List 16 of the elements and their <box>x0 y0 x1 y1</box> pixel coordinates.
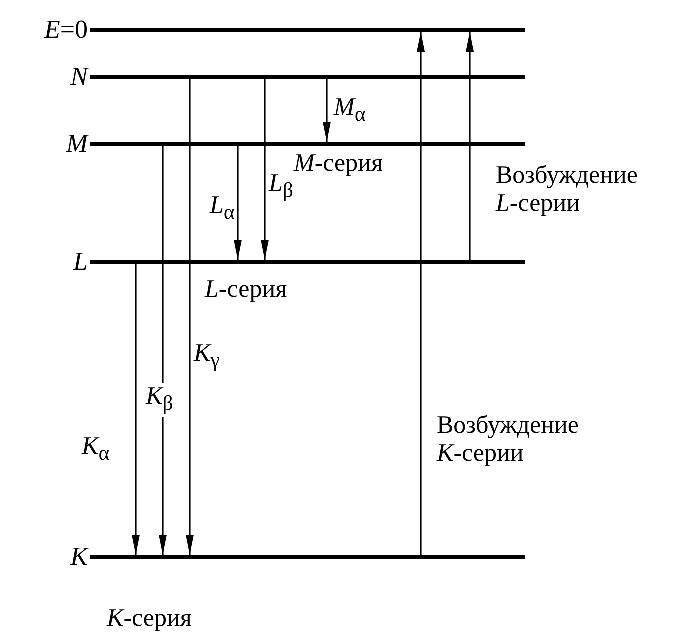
arrow <box>323 79 331 142</box>
edge-label: Возбуждение L-серии <box>496 162 638 218</box>
level-label: L <box>74 248 88 276</box>
arrow <box>159 146 167 555</box>
arrow <box>261 79 269 260</box>
arrow <box>132 264 140 555</box>
edge-label: Возбуждение K-серии <box>437 412 579 468</box>
arrow <box>234 146 242 260</box>
arrow <box>466 32 474 260</box>
level-label: N <box>70 63 88 91</box>
arrow <box>417 32 425 555</box>
level-label: E=0 <box>44 16 88 44</box>
level-label: M <box>66 130 88 158</box>
arrow <box>186 79 194 555</box>
edge-label: K$_{β}$ <box>146 383 174 417</box>
level-label: K <box>70 543 88 571</box>
